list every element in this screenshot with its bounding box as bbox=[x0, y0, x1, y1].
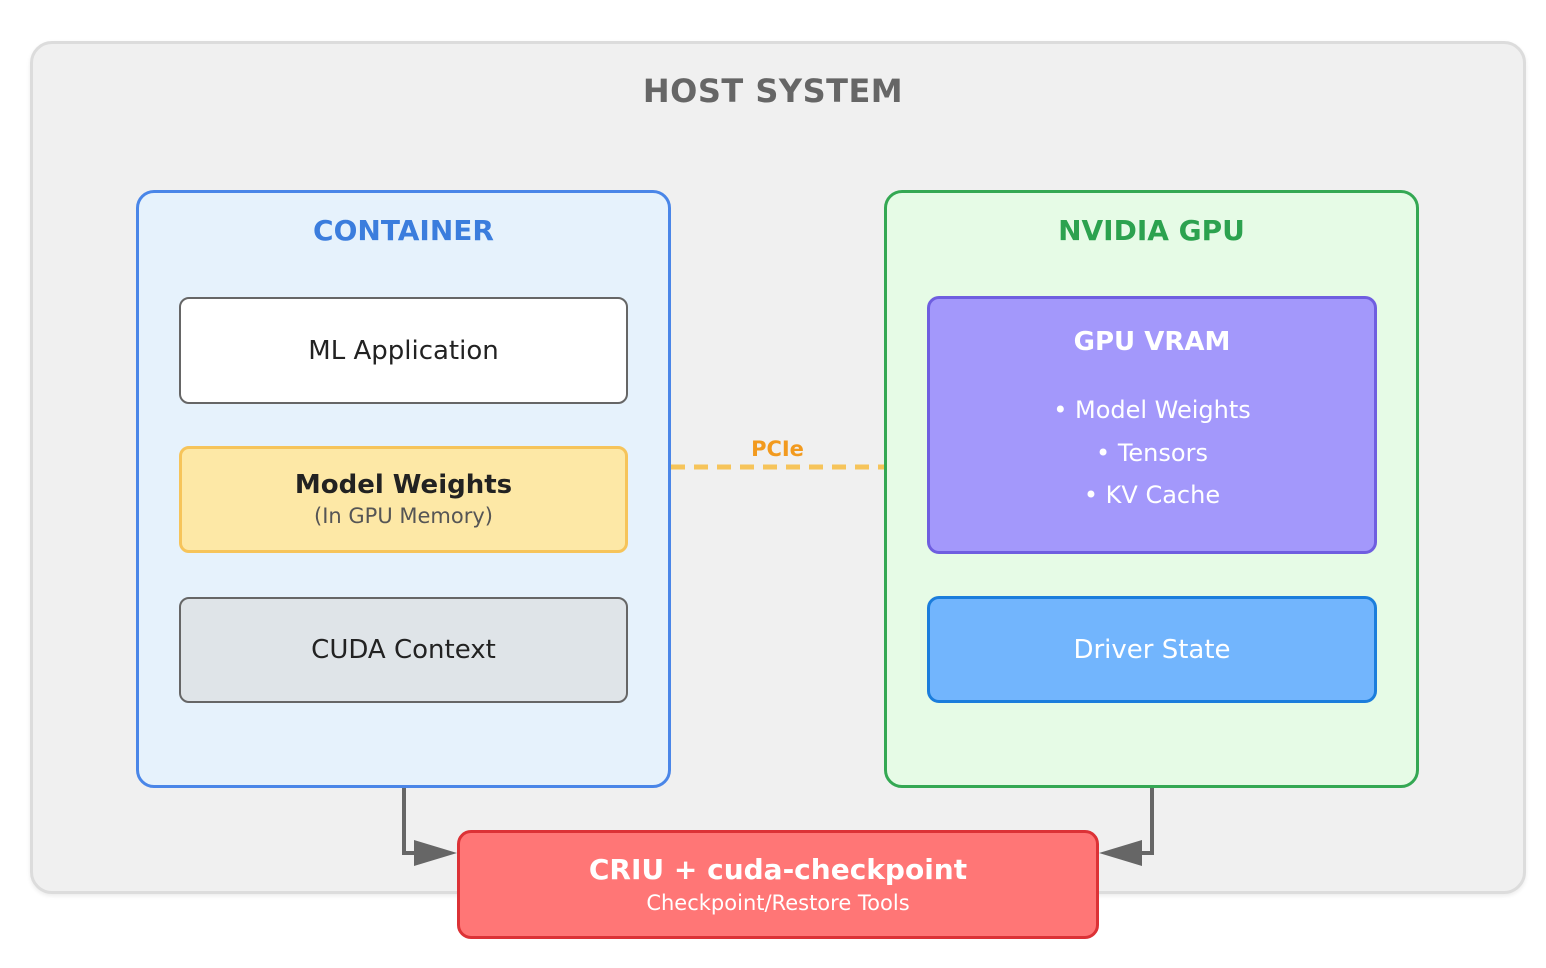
vram-item-tensors: • Tensors bbox=[1096, 438, 1208, 467]
criu-subtitle: Checkpoint/Restore Tools bbox=[646, 890, 910, 915]
ml-application-label: ML Application bbox=[308, 335, 499, 366]
cuda-context-box: CUDA Context bbox=[179, 597, 628, 703]
driver-state-box: Driver State bbox=[927, 596, 1377, 703]
pcie-label: PCIe bbox=[751, 437, 804, 461]
container-title: CONTAINER bbox=[313, 214, 494, 247]
model-weights-subtitle: (In GPU Memory) bbox=[314, 503, 493, 528]
gpu-vram-list: • Model Weights • Tensors • KV Cache bbox=[1053, 389, 1251, 517]
criu-cuda-checkpoint-box: CRIU + cuda-checkpoint Checkpoint/Restor… bbox=[457, 830, 1099, 939]
model-weights-title: Model Weights bbox=[294, 469, 513, 500]
vram-item-model-weights: • Model Weights bbox=[1053, 396, 1251, 424]
nvidia-gpu-title: NVIDIA GPU bbox=[1058, 214, 1245, 247]
cuda-context-label: CUDA Context bbox=[311, 635, 496, 665]
criu-title: CRIU + cuda-checkpoint bbox=[588, 852, 968, 886]
host-system-title: HOST SYSTEM bbox=[642, 72, 904, 110]
gpu-vram-box: GPU VRAM • Model Weights • Tensors • KV … bbox=[927, 296, 1377, 554]
gpu-vram-title: GPU VRAM bbox=[1073, 327, 1231, 357]
driver-state-label: Driver State bbox=[1073, 634, 1231, 665]
ml-application-box: ML Application bbox=[179, 297, 628, 404]
model-weights-box: Model Weights (In GPU Memory) bbox=[179, 446, 628, 553]
vram-item-kv-cache: • KV Cache bbox=[1083, 481, 1221, 509]
